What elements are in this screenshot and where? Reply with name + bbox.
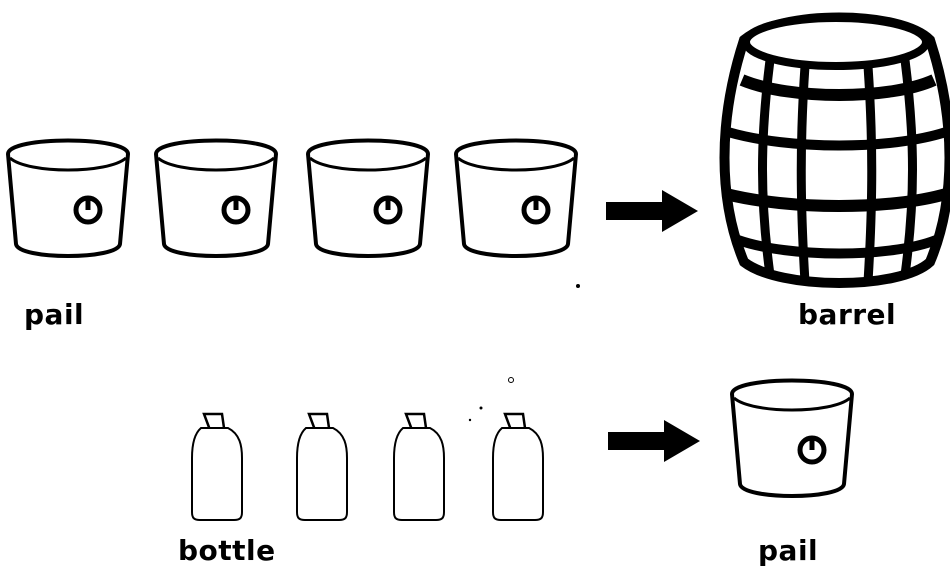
barrel-label: barrel [798,298,896,331]
pail-icon [456,141,576,257]
pail-label: pail [24,298,84,331]
bottle-label: bottle [178,534,276,567]
bottle-icon [192,414,242,520]
arrow-right-icon [606,190,698,232]
pail-icon [156,141,276,257]
pail-icon [732,381,852,497]
arrow-right-icon [608,420,700,462]
bottle-icon [493,414,543,520]
bottle-icon [297,414,347,520]
speck-dot [469,419,471,421]
pail-label: pail [758,534,818,567]
speck-dot [576,284,580,288]
pail-icon [308,141,428,257]
barrel-icon [725,18,950,284]
speck-dot [480,407,483,410]
speck-dot [509,378,514,383]
pail-icon [8,141,128,257]
bottle-icon [394,414,444,520]
